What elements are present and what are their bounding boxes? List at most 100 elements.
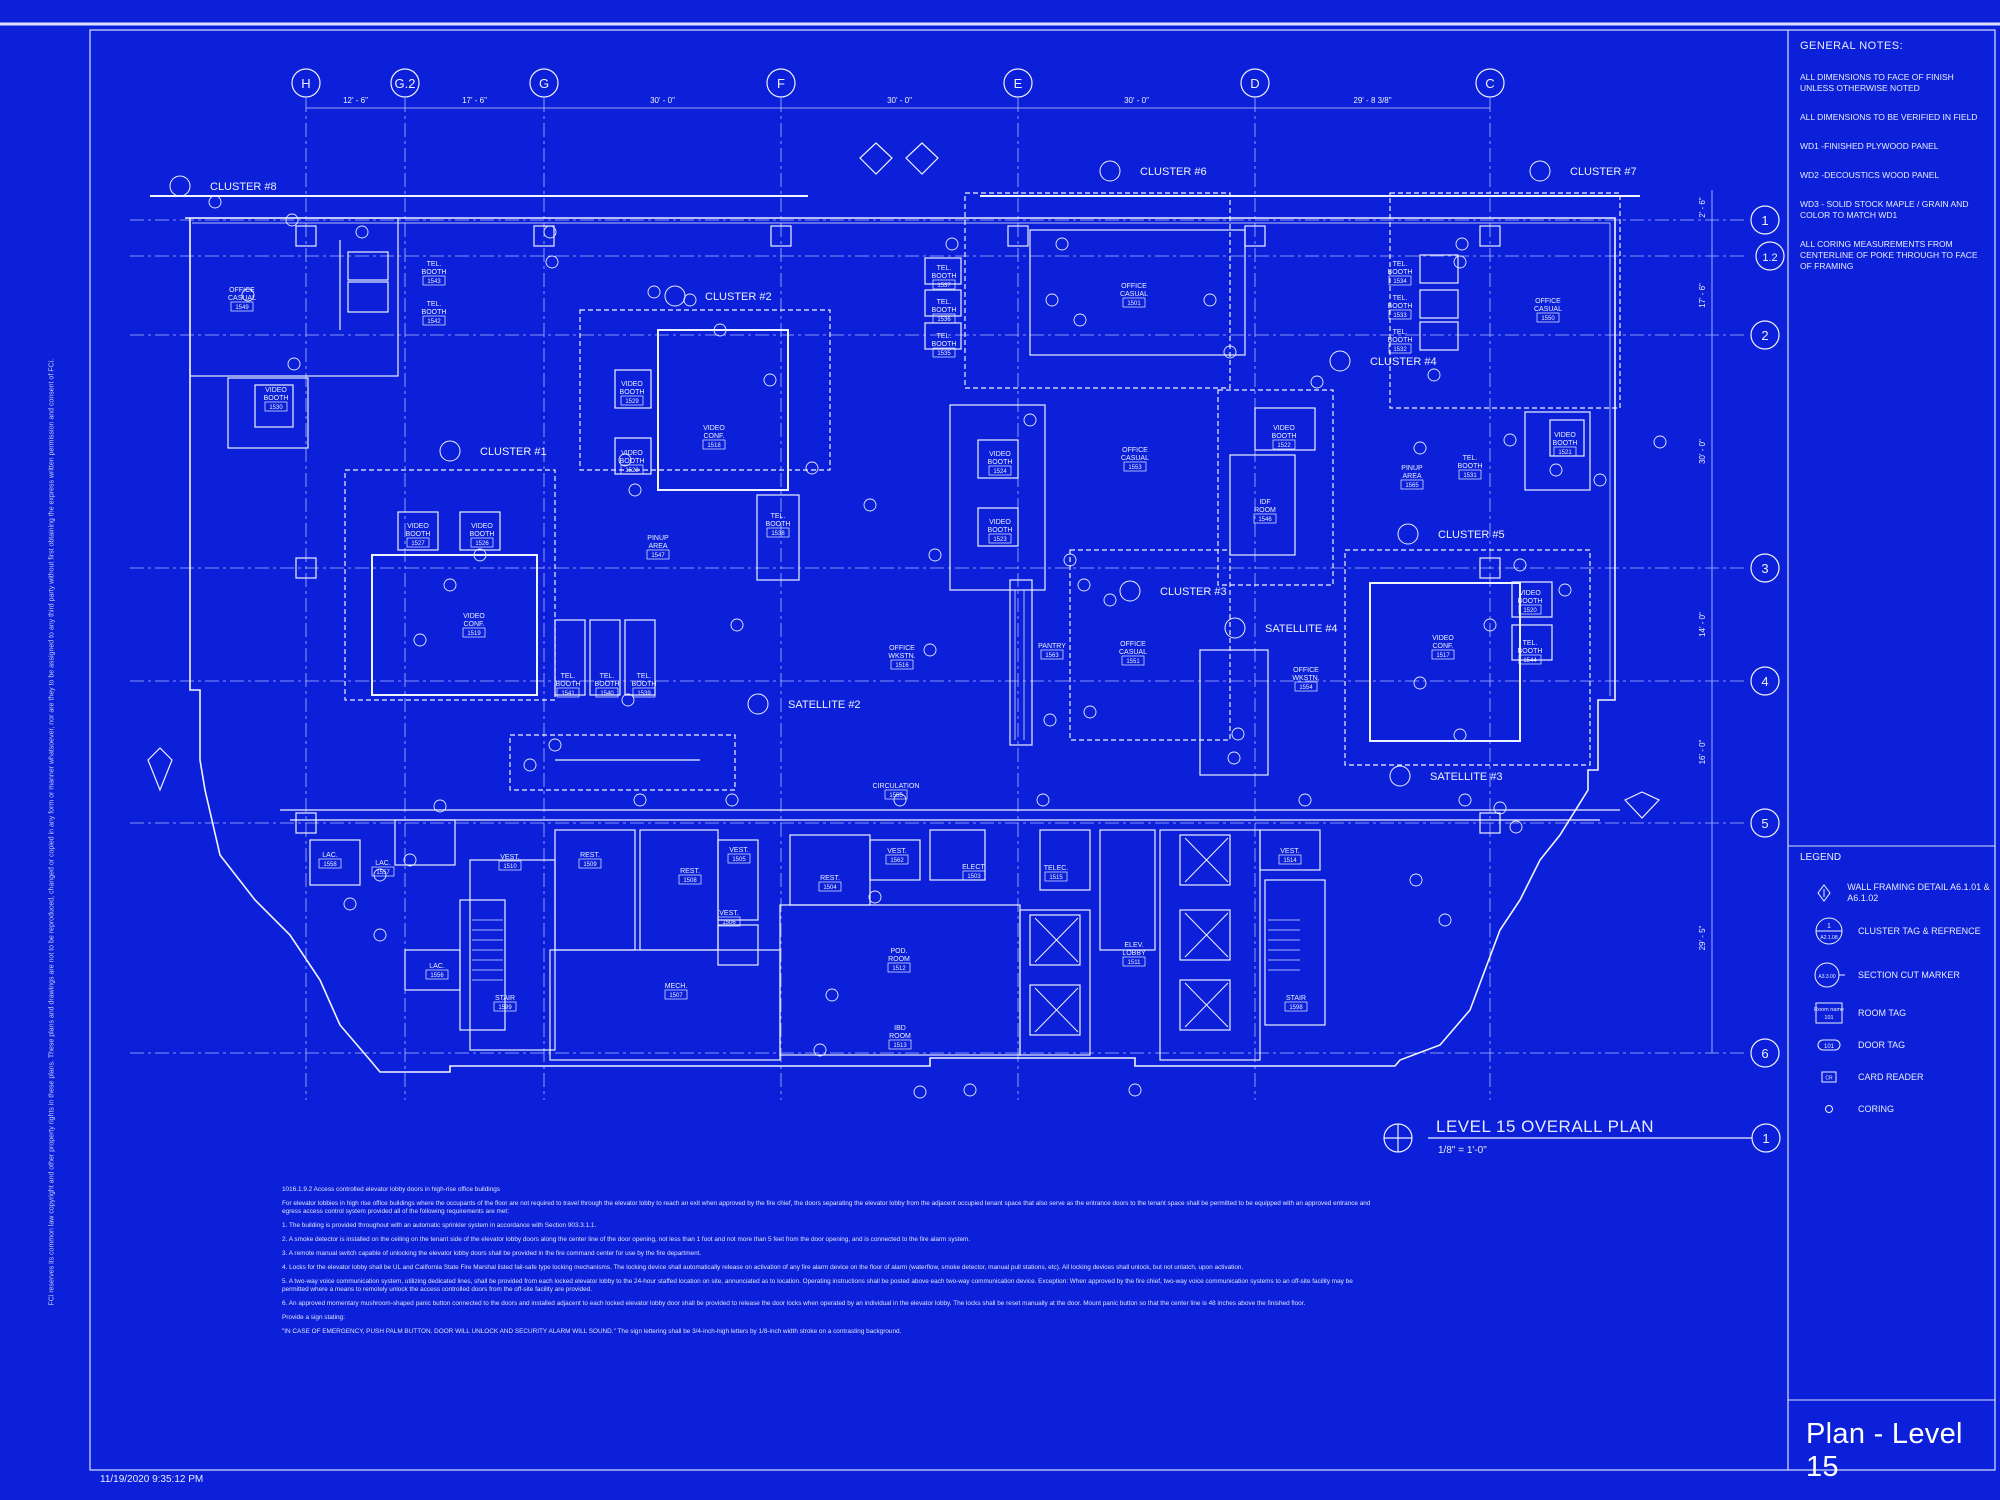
legend-label: WALL FRAMING DETAIL A6.1.01 & A6.1.02 — [1847, 882, 1990, 903]
legend-item: Room name 101 ROOM TAG — [1800, 997, 1990, 1029]
door-tag — [618, 453, 632, 467]
room-number: 1530 — [269, 405, 283, 411]
room-number: 1539 — [637, 691, 651, 697]
door-tag — [725, 793, 739, 807]
code-notes: 1016.1.9.2 Access controlled elevator lo… — [282, 1186, 1372, 1342]
room-name: MECH. — [665, 983, 688, 990]
room-name: ROOM — [889, 1033, 911, 1040]
room-name: VIDEO — [989, 451, 1011, 458]
legend-item: A3.3.00 SECTION CUT MARKER — [1800, 953, 1990, 997]
room-name: CONF. — [704, 433, 725, 440]
cluster-label: CLUSTER #3 — [1160, 586, 1227, 598]
room-number-box — [932, 279, 956, 290]
room-name: BOOTH — [264, 395, 289, 402]
room-name: BOOTH — [422, 269, 447, 276]
code-note: 3. A remote manual switch capable of unl… — [282, 1250, 702, 1257]
room-number: 1520 — [1523, 608, 1537, 614]
print-timestamp: 11/19/2020 9:35:12 PM — [100, 1474, 204, 1485]
section-symbol-reference: A3.3.00 — [1818, 974, 1835, 980]
room-number-box — [1536, 312, 1560, 323]
room-name: BOOTH — [1518, 598, 1543, 605]
room-name: LAC. — [375, 860, 391, 867]
row-dimension: 17' - 6" — [1698, 283, 1707, 308]
cluster-label: CLUSTER #7 — [1570, 166, 1637, 178]
grid-dimensions: 12' - 6"17' - 6"30' - 0"30' - 0"30' - 0"… — [306, 96, 1713, 1053]
room-number: 1556 — [430, 973, 444, 979]
code-note: 2. A smoke detector is installed on the … — [282, 1236, 971, 1243]
room-number-box — [620, 464, 644, 475]
room-name: TEL. — [937, 265, 952, 272]
room-name: OFFICE — [1122, 447, 1148, 454]
grid-column-label: E — [1014, 76, 1023, 91]
door-tag — [913, 1085, 927, 1099]
room-number: 1538 — [771, 531, 785, 537]
room-name: TEL. — [771, 513, 786, 520]
room-name: BOOTH — [632, 681, 657, 688]
room-name: TEL. — [600, 673, 615, 680]
legend-label: CARD READER — [1858, 1071, 1924, 1082]
door-tag — [805, 461, 819, 475]
room-name: VIDEO — [621, 450, 643, 457]
room-name: PANTRY — [1038, 643, 1066, 650]
door-tag — [208, 195, 222, 209]
room-number: 1529 — [625, 399, 639, 405]
copyright-side-text: FCi reserves its common law copyright an… — [48, 358, 56, 1306]
room-name: TEL. — [1393, 261, 1408, 268]
room-name: OFFICE — [1535, 298, 1561, 305]
door-tag — [1227, 751, 1241, 765]
room-name: BOOTH — [932, 307, 957, 314]
room-name: OFFICE — [1121, 283, 1147, 290]
cluster-label: CLUSTER #5 — [1438, 529, 1505, 541]
code-note: 1. The building is provided throughout w… — [282, 1222, 597, 1229]
door-tag — [1509, 820, 1523, 834]
room-name: TEL. — [937, 333, 952, 340]
room-name: VIDEO — [1519, 590, 1541, 597]
door-tag — [523, 758, 537, 772]
cluster-label: CLUSTER #4 — [1370, 356, 1437, 368]
grid-bubble-row — [1750, 553, 1780, 583]
room-number: 1505 — [732, 857, 746, 863]
room-number-box — [462, 627, 486, 638]
room-number-box — [406, 537, 430, 548]
room-name: TEL. — [1463, 455, 1478, 462]
door-tag — [713, 323, 727, 337]
cluster-tag-bubble — [1389, 765, 1411, 787]
cluster-tag-bubble — [1397, 523, 1419, 545]
room-number: 1540 — [600, 691, 614, 697]
door-tag — [1558, 583, 1572, 597]
room-name: VIDEO — [471, 523, 493, 530]
general-note: ALL CORING MEASUREMENTS FROM CENTERLINE … — [1800, 239, 1978, 271]
room-name: BOOTH — [1458, 463, 1483, 470]
row-dimension: 14' - 0" — [1698, 612, 1707, 637]
room-name: LAC. — [429, 963, 445, 970]
room-name: OFFICE — [889, 645, 915, 652]
cluster-label: CLUSTER #6 — [1140, 166, 1207, 178]
door-tags — [208, 195, 1667, 1099]
room-name: STAIR — [1286, 995, 1306, 1002]
room-tag-icon: Room name 101 — [1800, 1000, 1858, 1026]
room-number: 1531 — [1463, 473, 1477, 479]
door-tag — [893, 793, 907, 807]
room-number-box — [595, 687, 619, 698]
room-name: VEST. — [887, 848, 907, 855]
row-dimension: 29' - 5" — [1698, 925, 1707, 950]
grid-bubble-column — [1003, 68, 1033, 98]
cluster-symbol-number: 1 — [1827, 923, 1831, 930]
door-tag — [413, 633, 427, 647]
door-tag — [945, 237, 959, 251]
room-name: ROOM — [888, 956, 910, 963]
room-number: 1554 — [1299, 685, 1313, 691]
door-tag — [1063, 553, 1077, 567]
room-name: LAC. — [322, 852, 338, 859]
room-number-box — [1458, 469, 1482, 480]
room-number-box — [1294, 681, 1318, 692]
room-name: VIDEO — [1432, 635, 1454, 642]
room-number: 1547 — [651, 553, 665, 559]
room-name: VIDEO — [989, 519, 1011, 526]
door-tag — [543, 225, 557, 239]
room-name: AREA — [648, 543, 667, 550]
general-notes-heading: GENERAL NOTES: — [1800, 40, 1904, 52]
door-tag — [763, 373, 777, 387]
